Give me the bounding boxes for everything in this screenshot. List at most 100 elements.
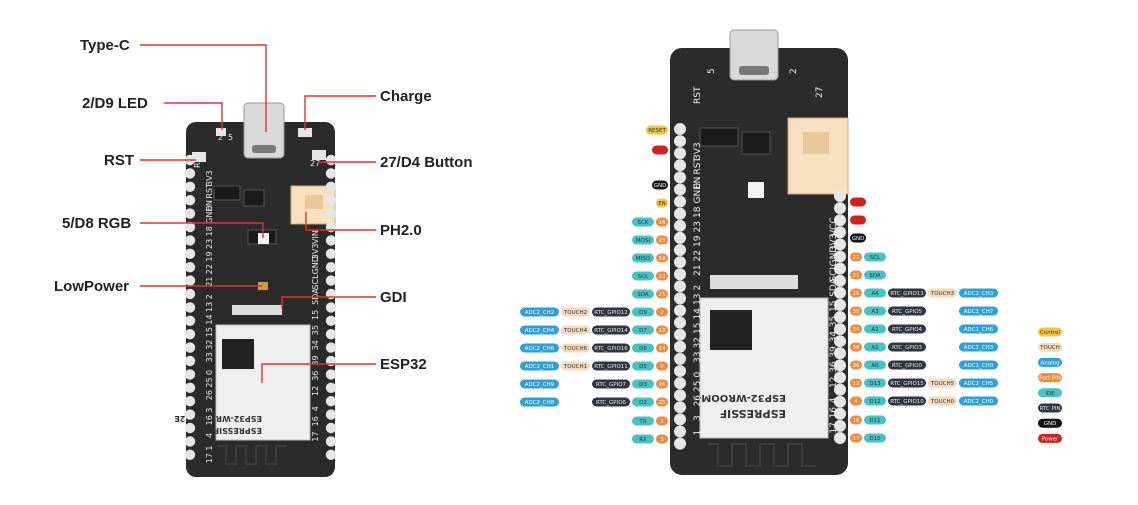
pin-tag-port-4-bg <box>850 396 862 406</box>
left-pad-right <box>325 409 337 420</box>
callout-line-charge <box>304 95 376 130</box>
pin-tag-touch-touch1-bg <box>561 361 590 371</box>
right-pad-right <box>834 323 846 336</box>
right-pad-left <box>674 401 686 414</box>
left-pad-left <box>184 181 196 192</box>
pin-tag-analog-adc1-ch7-label: ADC1_CH7 <box>964 309 994 315</box>
pin-tag-ide-d9-label: D9 <box>639 310 647 316</box>
left-silk-pin-left: 4 <box>205 433 214 438</box>
pin-tag-rtc-rtc-gpio0-label: RTC_GPIO0 <box>892 363 923 369</box>
pin-tag-ide-rx-label: RX <box>639 437 647 443</box>
left-usb-c-opening <box>252 145 276 153</box>
left-silk-pin-left: GND <box>205 205 214 223</box>
right-silk-pin-left: 19 <box>693 235 703 247</box>
pin-tag-analog-adc2-ch8: ADC2_CH8 <box>520 397 559 407</box>
pin-tag-ide-d12: D12 <box>864 396 886 406</box>
pin-tag-rtc-rtc-gpio15-label: RTC_GPIO15 <box>890 381 924 387</box>
pin-tag-port-3-label: 3 <box>660 437 664 443</box>
pin-tag-ide-d11: D11 <box>864 415 886 425</box>
right-pad-left <box>674 316 686 329</box>
pin-tag-analog-adc2-ch6-bg <box>520 343 559 353</box>
left-silk: 3V3RSTENGND18231922212131415323302526316… <box>205 170 320 463</box>
pin-tag-gnd-label: GND <box>852 236 865 242</box>
right-silk-pin-right: GND <box>829 246 839 267</box>
pin-tag-rtc-rtc-gpio10: RTC_GPIO10 <box>888 396 926 406</box>
pin-tag-analog-adc1-ch3-bg <box>959 342 998 352</box>
pin-tag-port-19: 19 <box>656 253 668 263</box>
pin-tag-rtc-rtc-gpio14: RTC_GPIO14 <box>592 325 630 335</box>
left-pad-right <box>325 329 337 340</box>
right-pad-left <box>674 352 686 365</box>
pin-tag-port-14-label: 14 <box>659 346 666 352</box>
right-chip-1 <box>699 127 739 147</box>
right-silk-pin-left: RST <box>693 157 703 175</box>
legend-swatch <box>1038 403 1062 413</box>
right-pad-left <box>674 425 686 438</box>
pin-tag-analog-adc2-ch0: ADC2_CH0 <box>959 396 998 406</box>
left-pad-left <box>184 355 196 367</box>
right-pad-right <box>834 347 846 360</box>
right-module-brand: ESPRESSIF <box>720 407 786 420</box>
left-pad-left <box>184 262 196 273</box>
pin-tag-rtc-rtc-gpio16-bg <box>592 343 630 353</box>
pin-tag-ide-mosi: MOSI <box>632 235 654 245</box>
pin-tag-ide-d6-label: D6 <box>639 346 647 352</box>
legend-item-analog: Analog <box>1038 357 1062 367</box>
legend-label: TOUCH <box>1039 345 1060 351</box>
right-pad-left <box>674 123 686 135</box>
right-pad-left <box>674 159 686 172</box>
right-pad-left <box>674 437 686 450</box>
pin-tag-ide-d12-label: D12 <box>869 399 880 405</box>
pin-tag-ide-a1: A1 <box>864 342 886 352</box>
left-pad-left <box>184 208 196 219</box>
pin-tag-control-bg <box>646 125 668 135</box>
left-boot-button <box>312 150 326 160</box>
pin-tag-rtc-rtc-gpio10-label: RTC_GPIO10 <box>890 399 924 405</box>
pin-tag-ide-rx: RX <box>632 434 654 444</box>
left-rgb-led <box>258 233 269 244</box>
pin-tag-port-16-label: 16 <box>853 418 860 424</box>
left-silk-pin-right: 39 <box>311 355 320 365</box>
right-pad-left <box>674 171 686 184</box>
left-chip-2 <box>243 189 265 207</box>
left-silk-pin-left: 21 <box>205 277 214 287</box>
left-silk-pin-right: VIN <box>311 230 320 244</box>
right-pad-left <box>674 147 686 160</box>
left-pad-right <box>325 342 337 353</box>
right-pin-tags: RESETGNDEN18SCK23MOSI19MISO22SCL21SDA2D9… <box>520 125 998 444</box>
left-pad-right <box>325 262 337 273</box>
pin-tag-rtc-rtc-gpio10-bg <box>888 396 926 406</box>
left-chip-1 <box>213 185 241 201</box>
left-pad-right <box>325 369 337 380</box>
legend-label: Analog <box>1040 360 1059 366</box>
left-usb-c-port <box>243 102 285 159</box>
pin-tag-port-3-bg <box>656 434 668 444</box>
left-pad-right <box>325 382 337 393</box>
pin-tag-analog-adc2-ch4-bg <box>520 325 559 335</box>
pin-tag-rtc-rtc-gpio15-bg <box>888 378 926 388</box>
pin-tag-ide-a1-label: A1 <box>871 345 878 351</box>
pin-tag-ide-d12-bg <box>864 396 886 406</box>
pin-tag-analog-adc2-ch3-bg <box>959 288 998 298</box>
pin-tag-port-17-bg <box>850 433 862 443</box>
right-pad-left <box>674 195 686 208</box>
right-pad-right <box>834 238 846 251</box>
left-silk-pin-right: 34 <box>311 340 320 350</box>
pin-tag-port-34-bg <box>850 324 862 334</box>
left-silk-5: 5 <box>228 133 233 142</box>
left-pad-left <box>184 409 196 420</box>
pin-tag-touch-touch2-label: TOUCH2 <box>563 310 587 316</box>
pin-tag-ide-sda-bg <box>632 289 654 299</box>
pin-tag-rtc-rtc-gpio4: RTC_GPIO4 <box>888 324 926 334</box>
pin-tag-rtc-rtc-gpio4-label: RTC_GPIO4 <box>892 327 923 333</box>
pin-tag-port-12: 12 <box>850 378 862 388</box>
pin-tag-port-1: 1 <box>656 416 668 426</box>
pin-tag-ide-sck-bg <box>632 217 654 227</box>
pin-tag-port-4: 4 <box>850 396 862 406</box>
pin-tag-analog-adc1-ch6: ADC1_CH6 <box>959 324 998 334</box>
left-pad-right <box>325 235 337 246</box>
left-module-brand: ESPRESSIF <box>214 426 262 435</box>
left-silk-pin-left: RST <box>205 183 214 199</box>
pin-tag-control: EN <box>656 198 668 208</box>
pin-tag-ide-d10-bg <box>864 433 886 443</box>
